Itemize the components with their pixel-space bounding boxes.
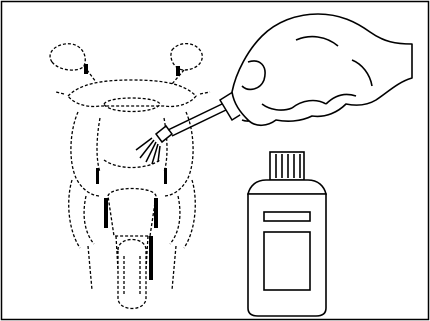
bottle-icon [248, 152, 326, 316]
right-shield-mark [164, 168, 167, 184]
hand-outline [232, 14, 412, 125]
handlebar-grips [56, 92, 210, 94]
scooter-accents [84, 64, 180, 280]
left-mirror [50, 44, 85, 70]
brush-shaft [168, 104, 226, 136]
front-shield [71, 112, 193, 196]
side-panels [69, 180, 196, 248]
handlebar-cowl [68, 80, 196, 107]
front-fender [108, 189, 156, 237]
wheel-shadow [149, 236, 153, 280]
bottle-label-bar [264, 212, 310, 221]
bottle-shoulder [248, 180, 326, 194]
hand-icon [232, 14, 412, 125]
wheel-tread [124, 256, 140, 296]
bottle-cap [270, 152, 304, 180]
left-fork-mark [104, 198, 108, 228]
shield-inner-lines [97, 118, 167, 172]
right-fork-mark [154, 198, 158, 228]
floorboard-edges [84, 196, 180, 244]
front-wheel [118, 240, 146, 309]
brush-bristles [136, 138, 160, 164]
scooter-outline [50, 44, 210, 309]
front-fork [116, 236, 148, 270]
right-mirror-mount [176, 66, 180, 76]
right-mirror [171, 44, 202, 70]
headlight [104, 98, 160, 112]
rear-body-lines [88, 246, 176, 290]
bottle-label-panel [264, 232, 310, 290]
left-mirror-mount [84, 64, 88, 74]
left-shield-mark [96, 168, 99, 184]
